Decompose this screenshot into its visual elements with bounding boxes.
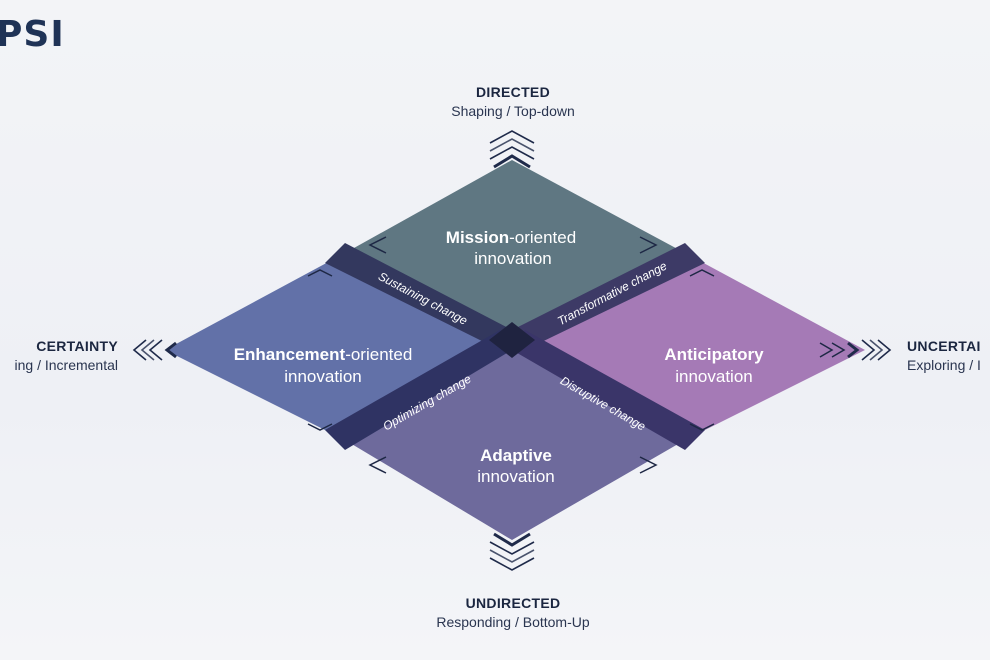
uncertainty-subtitle: Exploring / I <box>907 357 981 373</box>
chevron-up-icon <box>489 130 535 169</box>
chevron-left-icon <box>132 339 177 361</box>
undirected-axis-label: UNDIRECTED Responding / Bottom-Up <box>400 594 626 632</box>
psi-logo: PSI <box>0 14 65 55</box>
enhancement-title: Enhancement-oriented <box>234 345 413 364</box>
enhancement-subtitle: innovation <box>284 367 362 386</box>
corner-brackets <box>307 236 846 474</box>
band-optimizing <box>325 330 512 450</box>
anticipatory-title: Anticipatory <box>664 345 764 364</box>
directed-subtitle: Shaping / Top-down <box>451 103 575 119</box>
band-transformative <box>512 243 705 350</box>
uncertainty-title: UNCERTAI <box>907 338 981 354</box>
undirected-title: UNDIRECTED <box>465 595 561 611</box>
diamond-center <box>489 322 535 358</box>
certainty-axis-label: CERTAINTY ing / Incremental <box>0 337 119 375</box>
uncertainty-axis-label: UNCERTAI Exploring / I <box>907 337 990 375</box>
directed-title: DIRECTED <box>476 84 550 100</box>
chevron-right-icon <box>847 339 892 361</box>
mission-title: Mission-oriented <box>446 228 576 247</box>
directed-axis-label: DIRECTED Shaping / Top-down <box>413 83 613 121</box>
adaptive-subtitle: innovation <box>477 467 555 486</box>
undirected-subtitle: Responding / Bottom-Up <box>436 614 590 630</box>
anticipatory-subtitle: innovation <box>675 367 753 386</box>
band-disruptive <box>512 330 705 450</box>
chevron-down-icon <box>489 532 535 571</box>
certainty-title: CERTAINTY <box>36 338 118 354</box>
band-sustaining <box>325 243 512 350</box>
certainty-subtitle: ing / Incremental <box>14 357 119 373</box>
adaptive-title: Adaptive <box>480 446 552 465</box>
mission-subtitle: innovation <box>474 249 552 268</box>
